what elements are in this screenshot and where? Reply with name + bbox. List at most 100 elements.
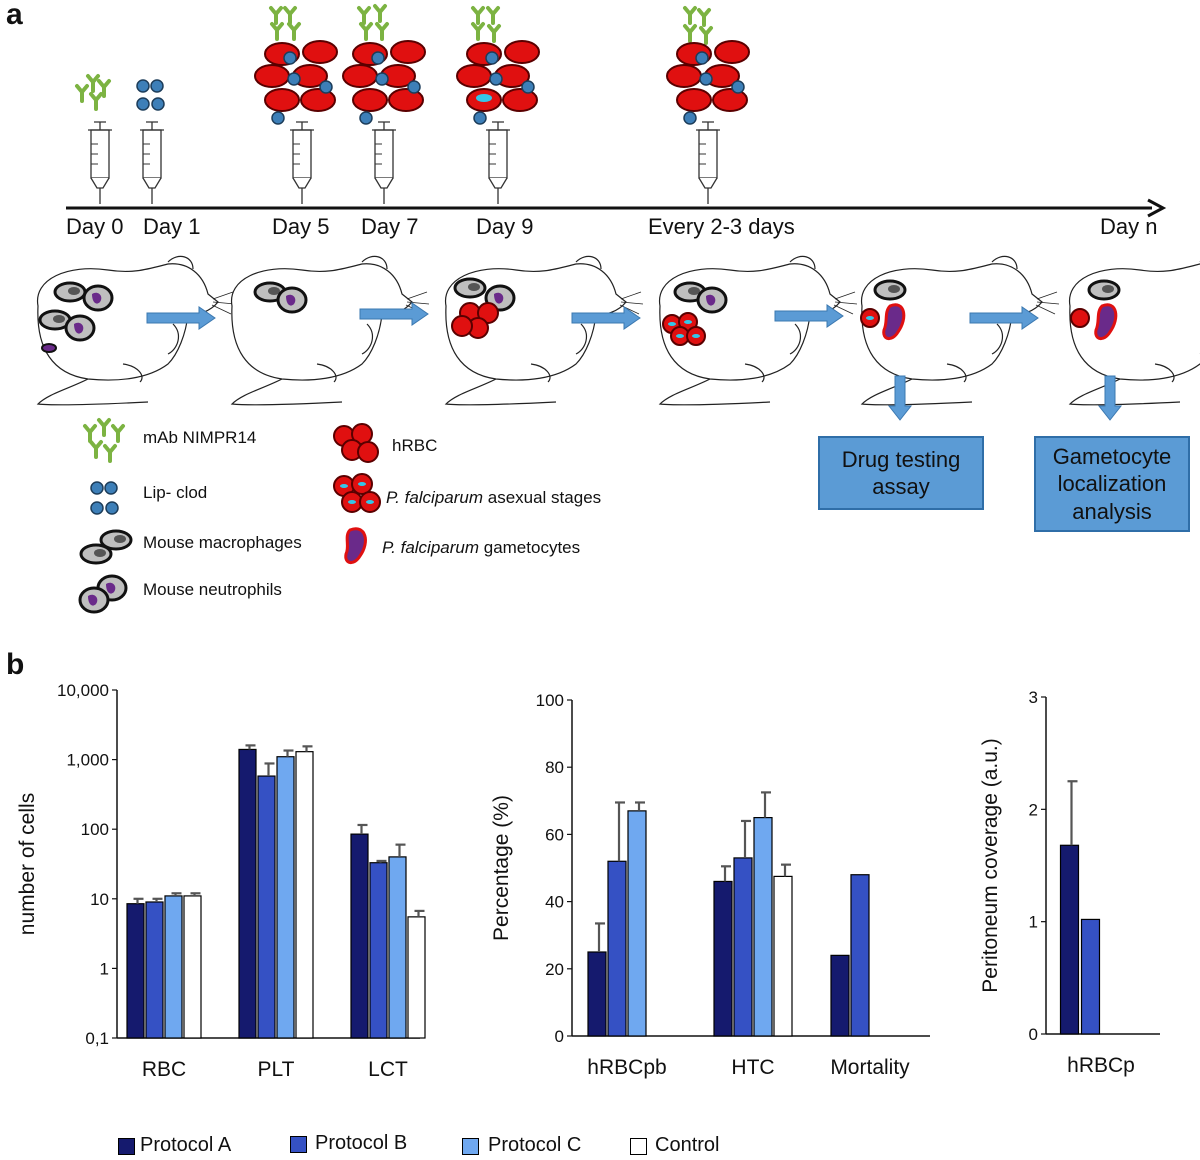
timeline-day0: Day 0 xyxy=(66,214,124,239)
mouse-4 xyxy=(658,255,858,406)
legend-protocol-c: Protocol C xyxy=(488,1134,582,1156)
bar-rbc-protocol-b xyxy=(145,901,164,1039)
syringe-every-2-3-days xyxy=(667,6,749,205)
syringe-day1 xyxy=(136,79,165,205)
bar-rbc-protocol-a xyxy=(126,903,145,1039)
protocol-legend: Protocol A Protocol B Protocol C Control xyxy=(118,1132,1018,1160)
x-category-label: hRBCp xyxy=(1067,1054,1135,1077)
y-tick-label: 60 xyxy=(545,825,564,844)
mouse-5 xyxy=(860,255,1060,406)
syringe-day9 xyxy=(457,6,539,205)
legend-swatch-protocol-c xyxy=(462,1138,479,1155)
legend-mab-label: mAb NIMPR14 xyxy=(143,428,257,447)
bar-mortality-protocol-b xyxy=(850,874,870,1037)
legend-lipclod-icon xyxy=(90,481,119,515)
bar-plt-control xyxy=(295,751,314,1039)
y-tick-label: 2 xyxy=(1029,800,1038,819)
y-axis-title: Peritoneum coverage (a.u.) xyxy=(979,738,1002,992)
legend-hrbc-icon xyxy=(333,423,379,463)
x-category-label: Mortality xyxy=(830,1056,910,1079)
timeline-dayn: Day n xyxy=(1100,214,1158,239)
bar-hrbcp-protocol-b xyxy=(1080,918,1101,1035)
bar-htc-protocol-a xyxy=(713,880,733,1037)
bar-htc-protocol-c xyxy=(753,817,773,1037)
mouse-1 xyxy=(36,255,236,406)
bar-mortality-protocol-a xyxy=(830,954,850,1037)
panel-a-schematic xyxy=(36,4,1200,614)
bar-lct-control xyxy=(407,916,426,1039)
timeline-day9: Day 9 xyxy=(476,214,534,239)
mouse-3 xyxy=(444,255,644,406)
legend-protocol-a: Protocol A xyxy=(140,1134,232,1156)
bar-plt-protocol-b xyxy=(257,775,276,1039)
bar-htc-control xyxy=(773,875,793,1037)
x-category-label: HTC xyxy=(731,1056,774,1079)
legend-macrophages-label: Mouse macrophages xyxy=(143,533,302,552)
bar-hrbcpb-protocol-b xyxy=(607,860,627,1037)
bar-hrbcp-protocol-a xyxy=(1059,844,1080,1035)
bar-hrbcpb-protocol-a xyxy=(587,951,607,1037)
y-axis-title: number of cells xyxy=(16,793,39,935)
legend-macrophage-icon xyxy=(79,529,133,565)
x-category-label: RBC xyxy=(142,1058,186,1081)
bar-plt-protocol-c xyxy=(276,756,295,1039)
x-category-label: LCT xyxy=(368,1058,408,1081)
down-arrow-drug xyxy=(888,375,912,421)
y-tick-label: 10,000 xyxy=(57,681,109,700)
legend-swatch-protocol-b xyxy=(290,1136,307,1153)
y-tick-label: 40 xyxy=(545,893,564,912)
syringe-day0 xyxy=(75,74,113,205)
y-tick-label: 0 xyxy=(1029,1025,1038,1044)
bar-plt-protocol-a xyxy=(238,748,257,1039)
y-tick-label: 0,1 xyxy=(85,1029,109,1048)
bar-rbc-control xyxy=(183,895,202,1039)
timeline-day7: Day 7 xyxy=(361,214,419,239)
legend-asexual-label: P. falciparum asexual stages xyxy=(386,488,602,507)
syringe-day7 xyxy=(343,4,425,205)
bar-htc-protocol-b xyxy=(733,857,753,1037)
x-category-label: PLT xyxy=(258,1058,295,1081)
legend-neutrophils-label: Mouse neutrophils xyxy=(143,580,282,599)
legend-hrbc-label: hRBC xyxy=(392,436,438,455)
y-axis-title: Percentage (%) xyxy=(490,795,513,941)
timeline-day5: Day 5 xyxy=(272,214,330,239)
y-tick-label: 1,000 xyxy=(66,751,109,770)
bar-rbc-protocol-c xyxy=(164,895,183,1039)
legend-neutrophil-icon xyxy=(78,574,128,614)
panel-a-letter: a xyxy=(6,0,23,31)
down-arrow-gametocyte xyxy=(1098,375,1122,421)
timeline-arrow xyxy=(66,198,1167,218)
legend-gametocytes-label: P. falciparum gametocytes xyxy=(382,538,581,557)
timeline-every-2-3-days: Every 2-3 days xyxy=(648,214,795,239)
legend-control: Control xyxy=(655,1134,720,1156)
bar-hrbcpb-protocol-c xyxy=(627,810,647,1037)
y-tick-label: 3 xyxy=(1029,688,1038,707)
legend-lipclod-label: Lip- clod xyxy=(143,483,208,502)
timeline-day1: Day 1 xyxy=(143,214,201,239)
y-tick-label: 1 xyxy=(1029,913,1038,932)
bar-lct-protocol-b xyxy=(369,862,388,1039)
panel-b-letter: b xyxy=(6,648,25,681)
mouse-2 xyxy=(230,255,430,406)
legend-swatch-control xyxy=(630,1138,647,1155)
y-tick-label: 20 xyxy=(545,960,564,979)
x-category-label: hRBCpb xyxy=(587,1056,666,1079)
bar-lct-protocol-a xyxy=(350,833,369,1039)
legend-asexual-icon xyxy=(333,473,381,513)
y-tick-label: 80 xyxy=(545,758,564,777)
legend-mab-icon xyxy=(83,418,125,463)
y-tick-label: 10 xyxy=(90,890,109,909)
y-tick-label: 100 xyxy=(536,691,564,710)
legend-protocol-b: Protocol B xyxy=(315,1132,408,1154)
y-tick-label: 1 xyxy=(100,959,109,978)
y-tick-label: 100 xyxy=(81,820,109,839)
y-tick-label: 0 xyxy=(555,1027,564,1046)
legend-gametocyte-icon xyxy=(344,527,367,564)
legend-swatch-protocol-a xyxy=(118,1138,135,1155)
bar-lct-protocol-c xyxy=(388,856,407,1039)
